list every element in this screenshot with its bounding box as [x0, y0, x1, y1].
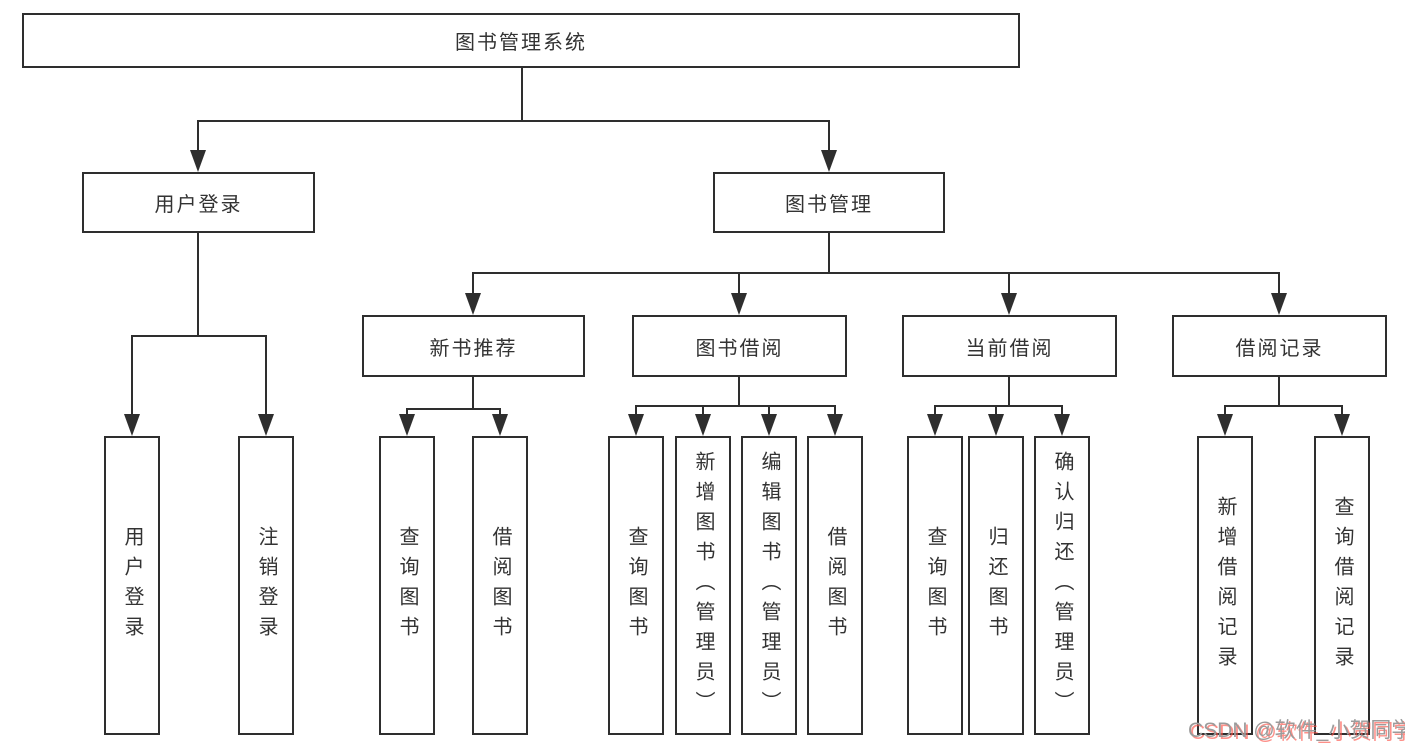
arrow-down-icon [731, 293, 747, 315]
connector-user-login-child1 [131, 335, 133, 414]
connector-to-book-borrow [738, 272, 740, 293]
leaf-borrow-borrow-books-label: 借阅图书 [824, 525, 846, 646]
connector-borrow-records-stem [1278, 377, 1280, 405]
leaf-current-query-books: 查询图书 [907, 436, 963, 735]
connector-user-login-stem [197, 233, 199, 335]
leaf-newbooks-borrow-books-label: 借阅图书 [489, 525, 511, 646]
connector-to-user-login [197, 120, 199, 152]
connector-to-current-borrow [1008, 272, 1010, 293]
connector-current-borrow-child2 [995, 405, 997, 414]
arrow-down-icon [399, 414, 415, 436]
connector-root-split [197, 120, 829, 122]
connector-current-borrow-split [934, 405, 1063, 407]
connector-root-stem [521, 68, 523, 120]
connector-current-borrow-stem [1008, 377, 1010, 405]
node-user-login-label: 用户登录 [154, 194, 243, 216]
node-borrowing-records-label: 借阅记录 [1235, 337, 1324, 360]
arrow-down-icon [492, 414, 508, 436]
arrow-down-icon [761, 414, 777, 436]
node-new-book-recommendation: 新书推荐 [362, 315, 585, 377]
node-library-system-label: 图书管理系统 [455, 32, 587, 54]
leaf-newbooks-query-books-label: 查询图书 [396, 525, 418, 646]
leaf-borrow-borrow-books: 借阅图书 [807, 436, 863, 735]
node-user-login: 用户登录 [82, 172, 315, 233]
connector-to-borrow-records [1278, 272, 1280, 293]
node-current-borrowing: 当前借阅 [902, 315, 1117, 377]
connector-book-borrow-stem [738, 377, 740, 405]
node-book-borrowing-label: 图书借阅 [695, 337, 784, 360]
node-new-book-recommendation-label: 新书推荐 [429, 337, 518, 360]
arrow-down-icon [124, 414, 140, 436]
arrow-down-icon [821, 150, 837, 172]
leaf-confirm-return-admin: 确认归还（管理员） [1034, 436, 1090, 735]
arrow-down-icon [988, 414, 1004, 436]
arrow-down-icon [1334, 414, 1350, 436]
connector-current-borrow-child1 [934, 405, 936, 414]
leaf-query-borrow-record-label: 查询借阅记录 [1331, 495, 1353, 676]
connector-book-borrow-child3 [768, 405, 770, 414]
connector-new-books-stem [472, 377, 474, 408]
connector-book-borrow-child2 [702, 405, 704, 414]
connector-borrow-records-child1 [1224, 405, 1226, 414]
connector-borrow-records-child2 [1341, 405, 1343, 414]
leaf-add-books-admin: 新增图书（管理员） [675, 436, 731, 735]
leaf-add-borrow-record: 新增借阅记录 [1197, 436, 1253, 735]
leaf-current-query-books-label: 查询图书 [924, 525, 946, 646]
leaf-add-books-admin-label: 新增图书（管理员） [692, 450, 714, 721]
node-book-management-label: 图书管理 [785, 194, 873, 216]
leaf-return-books: 归还图书 [968, 436, 1024, 735]
connector-book-mgmt-stem [828, 233, 830, 272]
node-book-borrowing: 图书借阅 [632, 315, 847, 377]
connector-to-new-books [472, 272, 474, 293]
arrow-down-icon [695, 414, 711, 436]
leaf-borrow-query-books-label: 查询图书 [625, 525, 647, 646]
connector-book-borrow-child4 [834, 405, 836, 414]
node-book-management: 图书管理 [713, 172, 945, 233]
arrow-down-icon [190, 150, 206, 172]
leaf-newbooks-borrow-books: 借阅图书 [472, 436, 528, 735]
connector-book-mgmt-split [472, 272, 1280, 274]
arrow-down-icon [1271, 293, 1287, 315]
leaf-edit-books-admin: 编辑图书（管理员） [741, 436, 797, 735]
arrow-down-icon [827, 414, 843, 436]
arrow-down-icon [465, 293, 481, 315]
node-borrowing-records: 借阅记录 [1172, 315, 1387, 377]
connector-book-borrow-child1 [635, 405, 637, 414]
leaf-borrow-query-books: 查询图书 [608, 436, 664, 735]
leaf-confirm-return-admin-label: 确认归还（管理员） [1051, 450, 1073, 721]
leaf-user-login: 用户登录 [104, 436, 160, 735]
arrow-down-icon [1217, 414, 1233, 436]
node-current-borrowing-label: 当前借阅 [965, 337, 1054, 360]
connector-user-login-split [131, 335, 267, 337]
arrow-down-icon [1001, 293, 1017, 315]
connector-user-login-child2 [265, 335, 267, 414]
connector-new-books-child1 [406, 408, 408, 414]
arrow-down-icon [258, 414, 274, 436]
connector-borrow-records-split [1224, 405, 1343, 407]
leaf-newbooks-query-books: 查询图书 [379, 436, 435, 735]
leaf-logout: 注销登录 [238, 436, 294, 735]
connector-new-books-child2 [499, 408, 501, 414]
leaf-query-borrow-record: 查询借阅记录 [1314, 436, 1370, 735]
arrow-down-icon [628, 414, 644, 436]
arrow-down-icon [1054, 414, 1070, 436]
leaf-edit-books-admin-label: 编辑图书（管理员） [758, 450, 780, 721]
connector-new-books-split [406, 408, 501, 410]
leaf-add-borrow-record-label: 新增借阅记录 [1214, 495, 1236, 676]
leaf-logout-label: 注销登录 [255, 525, 277, 646]
csdn-watermark: CSDN @软件_小贺同学 [1188, 719, 1405, 742]
leaf-user-login-label: 用户登录 [121, 525, 143, 646]
connector-current-borrow-child3 [1061, 405, 1063, 414]
leaf-return-books-label: 归还图书 [985, 525, 1007, 646]
arrow-down-icon [927, 414, 943, 436]
connector-book-borrow-split [635, 405, 836, 407]
node-library-system: 图书管理系统 [22, 13, 1020, 68]
connector-to-book-mgmt [828, 120, 830, 152]
